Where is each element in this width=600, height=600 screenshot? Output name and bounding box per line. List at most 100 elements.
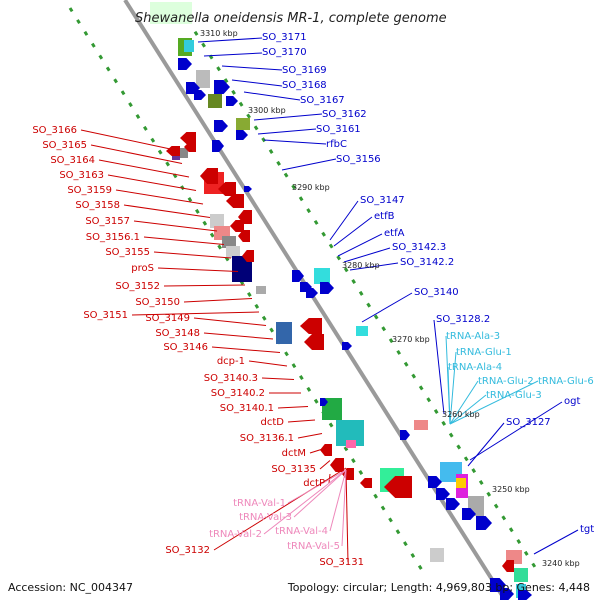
kbp-tick-label: 3260 kbp: [442, 410, 480, 419]
gene-block: [276, 322, 292, 344]
label-connector: [263, 139, 327, 145]
gene-arrow: [342, 342, 352, 350]
label-connector: [361, 292, 413, 323]
gene-arrow: [244, 186, 252, 192]
gene-arrow: [306, 288, 318, 298]
gene-label: tRNA-Val-3: [239, 512, 292, 523]
kbp-tick-label: 3280 kbp: [342, 261, 380, 270]
gene-label: tRNA-Val-2: [209, 529, 262, 540]
label-connector: [107, 174, 197, 191]
gene-block: [456, 478, 466, 488]
label-connector: [449, 394, 487, 425]
gene-label: SO_3151: [83, 310, 128, 321]
gene-arrow: [320, 444, 332, 456]
gene-label: SO_3140: [414, 287, 459, 298]
gene-label: tRNA-Ala-4: [448, 362, 502, 373]
label-connector: [131, 311, 260, 316]
gene-arrow: [214, 80, 230, 94]
gene-arrow: [462, 508, 476, 520]
gene-block: [184, 40, 194, 52]
gene-arrow: [330, 458, 344, 472]
gene-block: [346, 440, 356, 448]
gene-block: [196, 70, 210, 88]
gene-label: SO_3131: [319, 557, 364, 568]
label-connector: [253, 113, 323, 121]
label-connector: [343, 247, 391, 263]
gene-label: SO_3166: [32, 125, 77, 136]
label-connector: [287, 469, 347, 504]
gene-block: [232, 256, 252, 282]
gene-label: SO_3135: [271, 464, 316, 475]
gene-label: SO_3164: [50, 155, 95, 166]
gene-arrow: [214, 120, 228, 132]
gene-block: [208, 94, 222, 108]
gene-arrow: [360, 478, 372, 488]
label-connector: [197, 37, 263, 43]
gene-arrow: [236, 130, 248, 140]
label-connector: [90, 144, 183, 164]
gene-arrow: [166, 146, 180, 156]
gene-arrow: [230, 220, 244, 232]
gene-label: SO_3156.1: [86, 232, 140, 243]
gene-block: [414, 420, 428, 430]
gene-labels: SO_3171SO_3170SO_3169SO_3168SO_3167SO_31…: [32, 32, 594, 568]
gene-label: etfB: [374, 211, 395, 222]
gene-label: etfA: [384, 228, 405, 239]
label-connectors: [80, 37, 579, 563]
gene-arrow: [218, 182, 236, 196]
gene-label: dctM: [282, 448, 306, 459]
label-connector: [281, 158, 337, 171]
gene-label: SO_3136.1: [240, 433, 294, 444]
label-connector: [231, 79, 283, 87]
kbp-tick-label: 3270 kbp: [392, 335, 430, 344]
label-connector: [248, 360, 288, 367]
gene-label: SO_3171: [262, 32, 307, 43]
gene-block: [256, 286, 266, 294]
label-connector: [287, 419, 316, 423]
label-connector: [329, 469, 347, 532]
label-connector: [345, 469, 349, 563]
outer-tick-track-right: [178, 7, 542, 576]
label-connector: [123, 204, 211, 218]
gene-label: proS: [131, 263, 154, 274]
gene-label: dctD: [261, 417, 285, 428]
feature-track: [150, 2, 532, 600]
gene-label: SO_3146: [163, 342, 208, 353]
gene-label: tRNA-Val-1: [233, 498, 286, 509]
gene-arrow: [320, 282, 334, 294]
gene-label: SO_3140.3: [204, 373, 258, 384]
gene-label: dcp-1: [217, 356, 245, 367]
gene-label: SO_3162: [322, 109, 367, 120]
gene-label: ogt: [564, 396, 580, 407]
label-connector: [157, 267, 239, 272]
gene-label: SO_3167: [300, 95, 345, 106]
gene-block: [322, 398, 342, 420]
label-connector: [337, 233, 383, 257]
gene-label: tRNA-Ala-3: [446, 331, 500, 342]
gene-arrow: [242, 250, 254, 262]
gene-arrow: [400, 430, 410, 440]
label-connector: [203, 52, 263, 57]
label-connector: [293, 469, 347, 518]
gene-arrow: [446, 498, 460, 510]
gene-arrow: [518, 590, 532, 600]
gene-arrow: [200, 168, 218, 184]
gene-label: SO_3159: [67, 185, 112, 196]
gene-arrow: [226, 194, 244, 208]
label-connector: [449, 380, 479, 425]
label-connector: [319, 460, 331, 470]
gene-label: SO_3156: [336, 154, 381, 165]
label-connector: [183, 298, 253, 303]
gene-label: dctP: [303, 478, 325, 489]
genome-title: Shewanella oneidensis MR-1, complete gen…: [135, 11, 447, 26]
kbp-tick-label: 3240 kbp: [542, 559, 580, 568]
label-connector: [133, 220, 218, 232]
gene-label: SO_3148: [155, 328, 200, 339]
label-connector: [467, 422, 505, 467]
label-connector: [533, 529, 579, 555]
label-connector: [153, 251, 232, 259]
label-connector: [193, 317, 267, 326]
label-connector: [263, 469, 347, 535]
label-connector: [449, 351, 457, 425]
gene-label: tRNA-Val-5: [287, 541, 340, 552]
